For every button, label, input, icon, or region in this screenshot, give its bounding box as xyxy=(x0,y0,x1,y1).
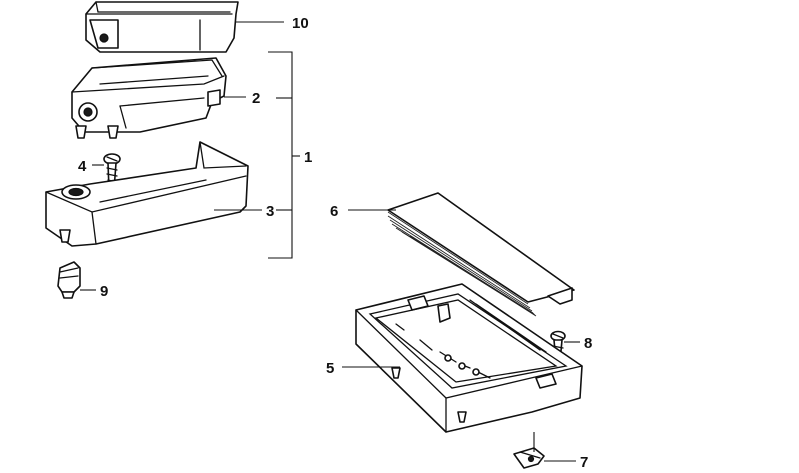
callout-7: 7 xyxy=(580,454,588,471)
part-10-cover xyxy=(85,1,239,53)
callout-2: 2 xyxy=(252,90,260,107)
assembly-bracket xyxy=(268,51,293,259)
callout-1: 1 xyxy=(304,149,312,166)
leader-lines xyxy=(80,21,580,462)
part-6-panel xyxy=(387,192,575,317)
part-7-clip xyxy=(513,447,545,469)
callout-3: 3 xyxy=(266,203,274,220)
callout-6: 6 xyxy=(330,203,338,220)
callout-9: 9 xyxy=(100,283,108,300)
part-9-bulb xyxy=(57,261,81,299)
callout-10: 10 xyxy=(292,15,309,32)
part-5-frame xyxy=(355,283,583,433)
part-2-housing xyxy=(71,57,227,139)
callout-5: 5 xyxy=(326,360,334,377)
callout-4: 4 xyxy=(78,158,87,175)
panel-shading xyxy=(387,211,537,317)
part-3-tray xyxy=(45,141,249,247)
callout-8: 8 xyxy=(584,335,592,352)
